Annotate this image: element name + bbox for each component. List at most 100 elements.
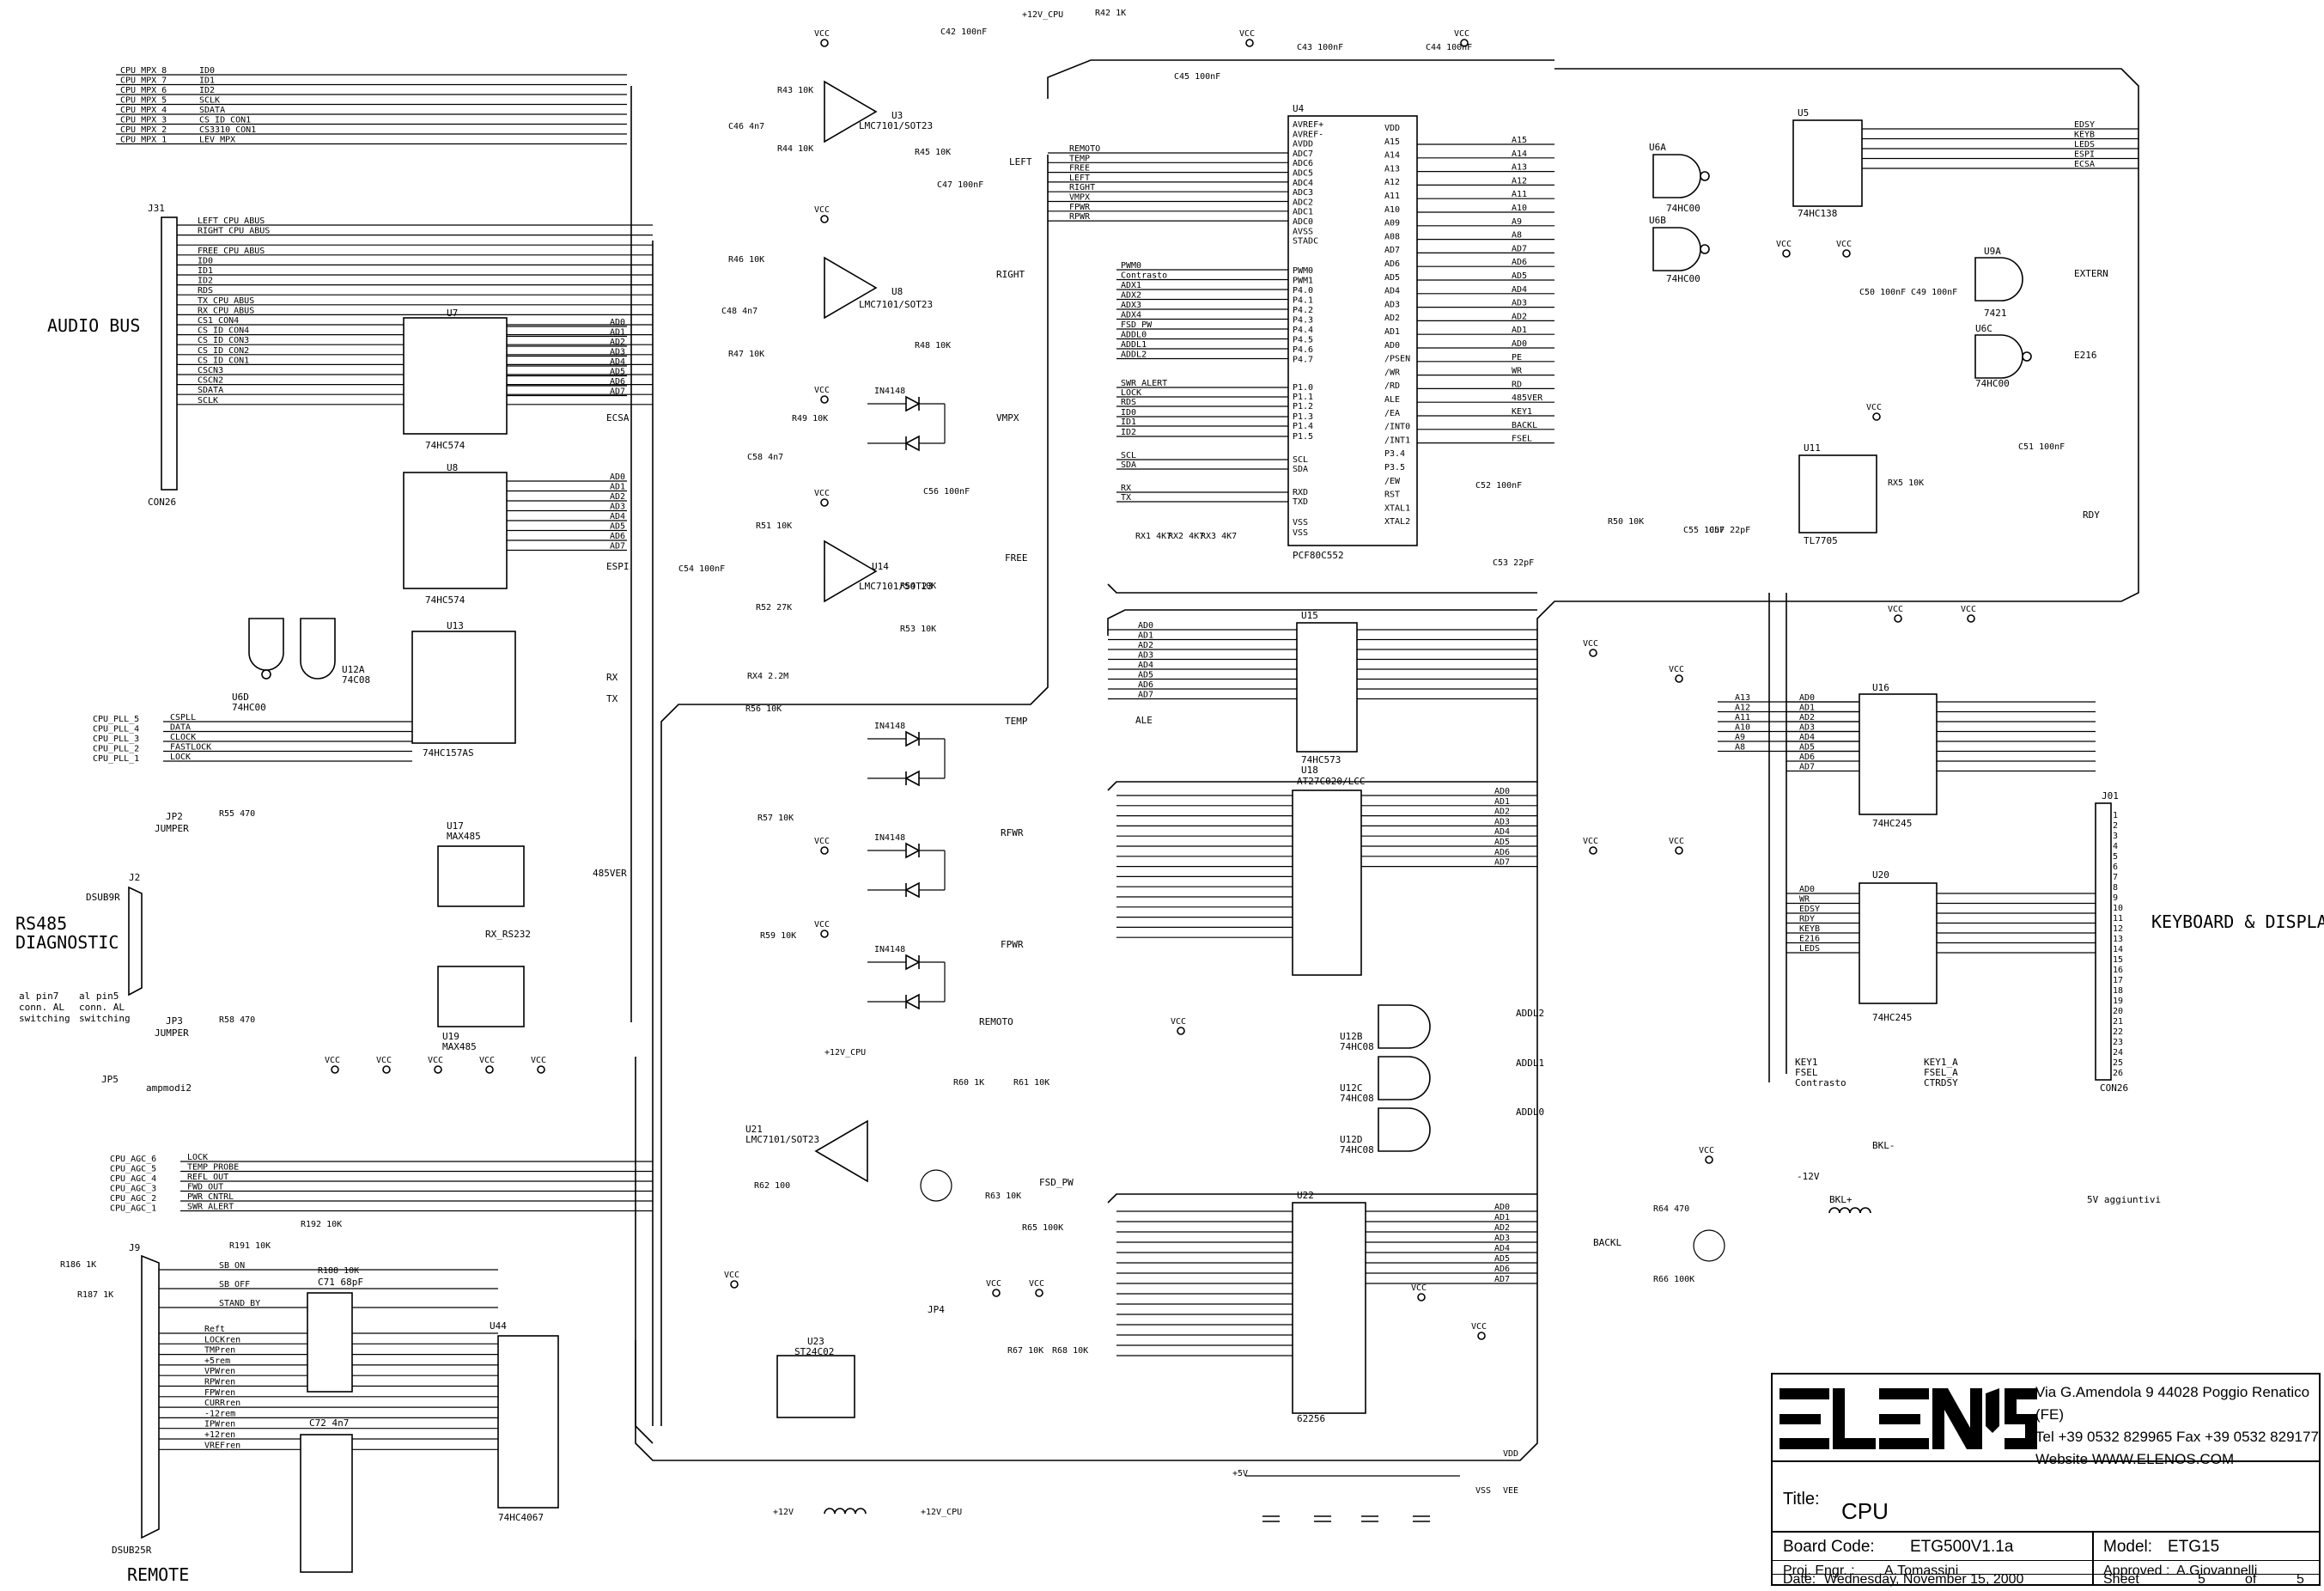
u4-p1-pin: RXD [1293,488,1308,497]
j31-left-nets: CPU_MPX_8CPU_MPX_7CPU_MPX_6CPU_MPX_5CPU_… [116,66,180,145]
j31-net-label: SCLK [198,396,218,405]
rs485-label: RS485 [15,913,67,934]
j31-net-label: CS1_CON4 [198,316,239,326]
component-value: R47 10K [728,350,764,359]
j01-pin-number: 17 [2113,976,2123,985]
j01-pin-number: 20 [2113,1007,2123,1016]
u12d-ref: U12D [1340,1134,1363,1145]
company-address: Via G.Amendola 9 44028 Poggio Renatico (… [2035,1381,2319,1471]
u7-latch: U7 74HC574 [403,308,508,451]
u4-right-pin: XTAL1 [1384,503,1410,513]
j31-net-label: LEFT_CPU_ABUS [198,216,265,226]
u20-buffer: U20 74HC245 [1859,869,1938,1023]
u4-pin-name: ADC2 [1293,198,1313,207]
j01-connector: J01 CON26 [2095,790,2128,1094]
u4-port4: PWM0ContrastoADX1ADX2ADX3ADX4FSD_PWADDL0… [1116,261,1313,365]
pll-label: CPU_PLL_1 [93,754,139,764]
component-value: R187 1K [77,1290,113,1300]
vcc-label: VCC [479,1056,495,1065]
vcc-label: VCC [376,1056,392,1065]
u6a-ref: U6A [1649,142,1666,153]
u11-ref: U11 [1804,442,1821,454]
j31-net-label: CS_ID_CON1 [198,356,249,365]
u7-out-net-label: AD7 [610,387,625,397]
vcc-label: VCC [814,386,830,395]
remote-label: REMOTE [127,1564,189,1585]
sheet-label: Sheet [2103,1572,2139,1587]
u5-decoder: U5 74HC138 [1792,107,1863,219]
u8-out-net-label: AD1 [610,483,625,492]
component-value: R191 10K [229,1241,271,1251]
u4-in-net-label: REMOTO [1069,144,1100,154]
component-value: R66 100K [1653,1275,1694,1284]
q2-transistor: BACKL BKL+ BKL- -12V 5V aggiuntivi [1593,1140,2161,1262]
mpx-net-label: CPU_MPX_4 [120,106,167,115]
vdd-label: VDD [1503,1449,1518,1459]
j31-part: CON26 [148,497,176,508]
vcc-icon [820,498,829,507]
rfwr-net: RFWR [1001,827,1024,838]
bus-net-label: ID0 [199,66,215,76]
u4-right-pin: A08 [1384,232,1400,241]
diode-symbol [904,435,920,452]
u23-ref: U23 [807,1336,824,1347]
vcc-label: VCC [1961,605,1976,614]
u23-eeprom: U23 ST24C02 JP4 [776,1304,945,1418]
j31-net-label: CSCN2 [198,376,223,386]
component-value: C57 22pF [1709,526,1750,535]
u14-opamp: U14 LMC7101/SOT23 FREE [824,539,1028,603]
inductor-coil [1859,1207,1871,1214]
u4-right-net: A12 [1512,176,1527,186]
q1-transistor: FSD_PW [920,1169,1074,1202]
u8-latch: U8 74HC574 [403,462,508,606]
u4-p1-pin: SCL [1293,455,1308,465]
vcc-icon [434,1065,442,1074]
u19-ref: U19 [442,1031,459,1042]
u8-out-net-label: AD0 [610,472,625,482]
u4-p1-pin: P1.4 [1293,422,1313,431]
u4-p4-net-label: Contrasto [1121,271,1167,281]
vcc-label: VCC [1454,29,1469,39]
agc-label: CPU_AGC_3 [110,1185,156,1194]
u4-right-net: RD [1512,380,1522,389]
jp5-note: ampmodi2 [146,1082,192,1094]
u9a-ref: U9A [1984,246,2001,257]
vcc-label: VCC [814,205,830,215]
u4-p4-pin: P4.1 [1293,296,1313,306]
u16-in-net: A13 [1735,693,1750,703]
u18-ref: U18 [1301,765,1318,776]
u19-part: MAX485 [442,1041,477,1052]
vcc-icon [820,39,829,47]
vcc-icon [1460,39,1469,47]
u20-ref: U20 [1872,869,1889,881]
u4-right-pin: /INT1 [1384,436,1410,445]
u4-right-pin: /RD [1384,381,1400,391]
u8-opamp-part: LMC7101/SOT23 [859,299,933,310]
u7-out-net-label: AD6 [610,377,625,387]
u4-p1-net: ID2 [1121,428,1136,437]
u8-out-net-label: AD2 [610,492,625,502]
component-value: R67 10K [1007,1346,1043,1356]
u4-p1-net: SCL [1121,451,1136,460]
vcc-icon [1872,412,1881,421]
u4-right-net: AD1 [1512,326,1527,335]
j31-net-label: SDATA [198,386,223,395]
remote-label: STAND_BY [219,1299,260,1308]
rr4-ref: C72 4n7 [309,1417,349,1429]
u12a-ref: U12A [342,664,365,675]
u4-p4-pin: P4.7 [1293,356,1313,365]
u8-opamp: U8 LMC7101/SOT23 RIGHT [824,256,1025,320]
u22-sram: U22 62256 [1292,1190,1366,1424]
u18-part: AT27C020/LCC [1297,776,1365,787]
vcc-icon [820,395,829,404]
title-block: Via G.Amendola 9 44028 Poggio Renatico (… [1771,1373,2321,1587]
u4-right-net: BACKL [1512,421,1537,430]
u4-p4-net-label: ADX4 [1121,311,1141,320]
u15-ref: U15 [1301,610,1318,621]
u4-p4-net-label: ADDL1 [1121,340,1147,350]
u4-right-pin: AD3 [1384,300,1400,309]
vcc-label: VCC [814,29,830,39]
